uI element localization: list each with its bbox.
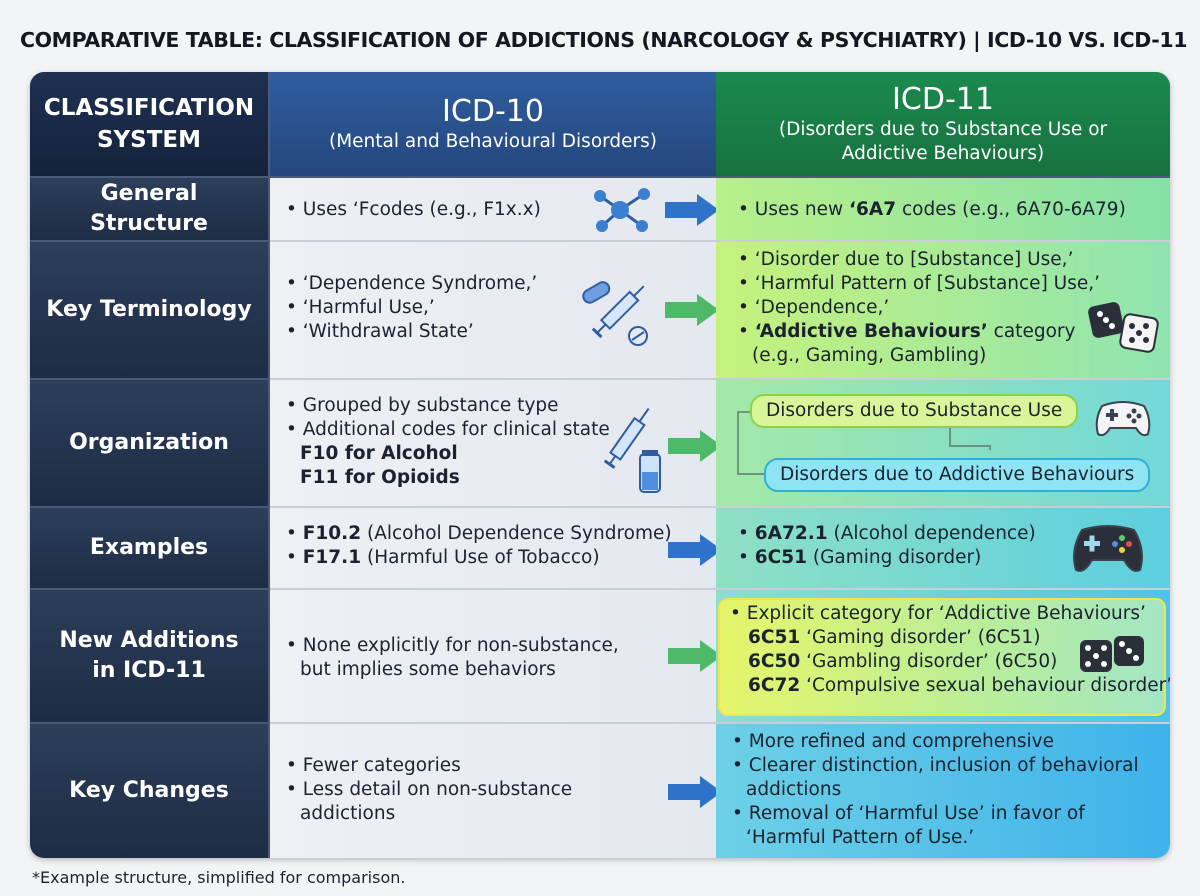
icd11-general-structure: • Uses new ‘6A7 codes (e.g., 6A70-6A79) [716, 178, 1170, 242]
header-classification-system: CLASSIFICATION SYSTEM [30, 72, 270, 178]
icd11-examples-list: • 6A72.1 (Alcohol dependence) • 6C51 (Ga… [738, 522, 1036, 570]
list-item: • None explicitly for non-substance, [286, 635, 619, 656]
list-item: addictions [300, 803, 396, 824]
list-item: F11 for Opioids [300, 467, 460, 488]
icd10-key-changes: • Fewer categories • Less detail on non-… [270, 724, 722, 858]
icd10-key-terminology: • ‘Dependence Syndrome,’ • ‘Harmful Use,… [270, 242, 719, 380]
list-item: • Clearer distinction, inclusion of beha… [732, 755, 1139, 776]
icd10-new-additions: • None explicitly for non-substance, but… [270, 590, 722, 724]
list-item: 6C51 ‘Gaming disorder’ (6C51) [748, 627, 1041, 648]
page-title: COMPARATIVE TABLE: CLASSIFICATION OF ADD… [20, 28, 1188, 52]
footnote: *Example structure, simplified for compa… [32, 868, 406, 887]
molecule-icon [594, 188, 650, 232]
icd10-title: ICD-10 [442, 94, 544, 129]
list-item: • 6C51 (Gaming disorder) [738, 547, 982, 568]
row-label-key-changes: Key Changes [30, 724, 270, 858]
header-icd11: ICD-11 (Disorders due to Substance Use o… [716, 72, 1170, 178]
list-item: • Grouped by substance type [286, 395, 559, 416]
syringe-pills-icon [582, 281, 648, 346]
list-item: ‘Harmful Pattern of Use.’ [746, 827, 975, 848]
list-item: • ‘Disorder due to [Substance] Use,’ [738, 249, 1074, 270]
row-label-organization: Organization [30, 380, 270, 508]
gamepad-icon [1095, 401, 1151, 437]
row-label-examples: Examples [30, 508, 270, 590]
icd10-terminology-list: • ‘Dependence Syndrome,’ • ‘Harmful Use,… [286, 272, 537, 344]
icd11-new-additions: • Explicit category for ‘Addictive Behav… [716, 590, 1170, 724]
list-item: • More refined and comprehensive [732, 731, 1054, 752]
list-item: • F10.2 (Alcohol Dependence Syndrome) [286, 523, 672, 544]
list-item: • ‘Harmful Pattern of [Substance] Use,’ [738, 273, 1100, 294]
row-label-new-additions: New Additions in ICD-11 [30, 590, 270, 724]
list-item: • ‘Dependence Syndrome,’ [286, 273, 538, 294]
icd11-subtitle: (Disorders due to Substance Use or Addic… [778, 119, 1108, 164]
icd10-examples-list: • F10.2 (Alcohol Dependence Syndrome) • … [286, 522, 672, 570]
list-item: (e.g., Gaming, Gambling) [752, 345, 987, 366]
icd10-additions-list: • None explicitly for non-substance, but… [286, 634, 619, 682]
list-item: but implies some behaviors [300, 659, 556, 680]
list-item: addictions [746, 779, 842, 800]
icd11-additions-list: • Explicit category for ‘Addictive Behav… [730, 602, 1170, 698]
icd11-organization: Disorders due to Substance Use Disorders… [716, 380, 1170, 508]
list-item: • Removal of ‘Harmful Use’ in favor of [732, 803, 1085, 824]
icd11-title: ICD-11 [892, 82, 994, 117]
icd10-general-text: • Uses ‘Fcodes (e.g., F1x.x) [286, 199, 541, 220]
icd11-key-changes: • More refined and comprehensive • Clear… [716, 724, 1170, 858]
list-item: • F17.1 (Harmful Use of Tobacco) [286, 547, 600, 568]
list-item: • 6A72.1 (Alcohol dependence) [738, 523, 1036, 544]
arrow-right-icon [665, 194, 719, 226]
icd11-key-terminology: • ‘Disorder due to [Substance] Use,’ • ‘… [716, 242, 1170, 380]
icd11-examples: • 6A72.1 (Alcohol dependence) • 6C51 (Ga… [716, 508, 1170, 590]
list-item: 6C50 ‘Gambling disorder’ (6C50) [748, 651, 1058, 672]
icd11-addictive-behaviours-box: Disorders due to Addictive Behaviours [764, 458, 1151, 492]
icd11-general-text: • Uses new ‘6A7 codes (e.g., 6A70-6A79) [738, 199, 1126, 220]
icd10-subtitle: (Mental and Behavioural Disorders) [328, 131, 658, 152]
icd11-substance-use-box: Disorders due to Substance Use [750, 394, 1079, 428]
icd10-general-structure: • Uses ‘Fcodes (e.g., F1x.x) [270, 178, 719, 242]
list-item: • ‘Dependence,’ [738, 297, 890, 318]
list-item: • Additional codes for clinical state [286, 419, 610, 440]
row-label-general-structure: General Structure [30, 178, 270, 242]
list-item: F10 for Alcohol [300, 443, 458, 464]
icd11-terminology-list: • ‘Disorder due to [Substance] Use,’ • ‘… [738, 248, 1100, 368]
syringe-vial-icon [603, 407, 661, 493]
icd10-examples: • F10.2 (Alcohol Dependence Syndrome) • … [270, 508, 722, 590]
arrow-right-icon [665, 294, 719, 326]
list-item: 6C72 ‘Compulsive sexual behaviour disord… [748, 675, 1170, 696]
dice-icon [1088, 302, 1159, 353]
icd11-changes-list: • More refined and comprehensive • Clear… [732, 730, 1139, 850]
dice-icon [1080, 636, 1144, 672]
list-item: • ‘Harmful Use,’ [286, 297, 435, 318]
arrow-right-icon [668, 534, 722, 566]
header-icd10: ICD-10 (Mental and Behavioural Disorders… [270, 72, 716, 178]
arrow-right-icon [668, 430, 722, 462]
arrow-right-icon [668, 776, 722, 808]
list-item: • ‘Withdrawal State’ [286, 321, 474, 342]
icd10-organization: • Grouped by substance type • Additional… [270, 380, 722, 508]
icd10-organization-list: • Grouped by substance type • Additional… [286, 394, 610, 490]
comparison-table: CLASSIFICATION SYSTEM ICD-10 (Mental and… [30, 72, 1170, 858]
row-label-key-terminology: Key Terminology [30, 242, 270, 380]
gamepad-icon [1073, 525, 1143, 572]
list-item: • Less detail on non-substance [286, 779, 573, 800]
arrow-right-icon [668, 640, 722, 672]
list-item: • Explicit category for ‘Addictive Behav… [730, 603, 1146, 624]
list-item: • ‘Addictive Behaviours’ category [738, 321, 1076, 342]
icd10-changes-list: • Fewer categories • Less detail on non-… [286, 754, 572, 826]
list-item: • Fewer categories [286, 755, 461, 776]
